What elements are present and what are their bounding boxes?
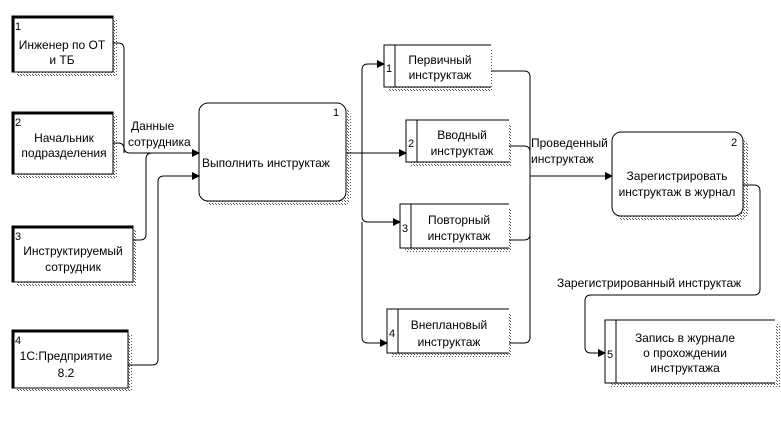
flow-label-employee-data-line2: сотрудника <box>128 135 191 149</box>
external-entity-3-label-line1: Инструктируемый <box>23 244 123 258</box>
process-1-label: Выполнить инструктаж <box>202 156 330 170</box>
type-box-1: 1 Первичный инструктаж <box>383 44 492 91</box>
flow-label-conducted-line2: инструктаж <box>531 152 594 166</box>
type-box-3: 3 Повторный инструктаж <box>399 203 511 252</box>
type-box-1-number: 1 <box>386 63 392 75</box>
data-store-5-label-line3: инструктажа <box>650 361 720 375</box>
flow-type2-out <box>509 145 531 153</box>
flow-entity3-to-process1 <box>133 152 153 241</box>
type-box-1-label-line1: Первичный <box>408 53 471 67</box>
process-1: 1 Выполнить инструктаж <box>198 102 351 206</box>
flow-process1-to-type4 <box>361 222 388 347</box>
flow-type4-out <box>509 176 531 344</box>
external-entity-2-label-line2: подразделения <box>21 146 106 160</box>
external-entity-4: 4 1С:Предприятие 8.2 <box>11 329 132 392</box>
process-1-number: 1 <box>333 107 339 119</box>
flow-type1-out <box>491 70 531 176</box>
data-store-5-label-line1: Запись в журнале <box>635 331 735 345</box>
type-box-2-label-line1: Вводный <box>437 128 487 142</box>
data-store-5-number: 5 <box>607 349 613 361</box>
external-entity-2-number: 2 <box>15 117 21 129</box>
flow-entity1-to-process1 <box>113 42 200 157</box>
flow-entity4-to-process1 <box>128 172 200 366</box>
flow-label-registered: Зарегистрированный инструктаж <box>557 276 741 290</box>
process-2-label-line1: Зарегистрировать <box>627 169 728 183</box>
external-entity-4-number: 4 <box>15 335 21 347</box>
type-box-3-number: 3 <box>402 223 408 235</box>
external-entity-2: 2 Начальник подразделения <box>11 111 117 178</box>
external-entity-1: 1 Инженер по ОТ и ТБ <box>11 15 117 76</box>
flow-label-employee-data-line1: Данные <box>131 119 175 133</box>
flow-process2-to-store <box>584 184 761 357</box>
external-entity-3-label-line2: сотрудник <box>45 260 102 274</box>
external-entity-1-label-line2: и ТБ <box>49 53 74 67</box>
data-store-5: 5 Запись в журнале о прохождении инструк… <box>604 319 780 387</box>
external-entity-4-label-line1: 1С:Предприятие <box>20 349 113 363</box>
type-box-3-label-line2: инструктаж <box>428 229 491 243</box>
flow-entity2-to-process1 <box>113 142 125 153</box>
flow-process1-to-type-boxes <box>346 64 384 154</box>
process-2-label-line2: инструктаж в журнал <box>619 185 736 199</box>
external-entity-1-label-line1: Инженер по ОТ <box>19 38 106 52</box>
type-box-4-label-line1: Внеплановый <box>411 318 487 332</box>
external-entity-4-label-line2: 8.2 <box>58 366 75 380</box>
data-store-5-label-line2: о прохождении <box>643 346 727 360</box>
flow-process1-to-type3 <box>361 153 401 226</box>
type-box-1-label-line2: инструктаж <box>409 68 472 82</box>
type-box-2-label-line2: инструктаж <box>431 144 494 158</box>
type-box-4: 4 Внеплановый инструктаж <box>386 308 511 357</box>
external-entity-3-number: 3 <box>15 231 21 243</box>
type-box-3-label-line1: Повторный <box>428 213 490 227</box>
type-box-4-label-line2: инструктаж <box>418 335 481 349</box>
external-entity-1-number: 1 <box>15 21 21 33</box>
type-box-2: 2 Вводный инструктаж <box>405 119 512 166</box>
flow-label-conducted-line1: Проведенный <box>531 136 608 150</box>
flow-type3-out <box>509 176 531 241</box>
external-entity-3: 3 Инструктируемый сотрудник <box>11 225 137 286</box>
type-box-4-number: 4 <box>389 328 395 340</box>
process-2: 2 Зарегистрировать инструктаж в журнал <box>611 131 748 221</box>
process-2-number: 2 <box>731 137 737 149</box>
external-entity-2-label-line1: Начальник <box>34 131 95 145</box>
type-box-2-number: 2 <box>408 138 414 150</box>
